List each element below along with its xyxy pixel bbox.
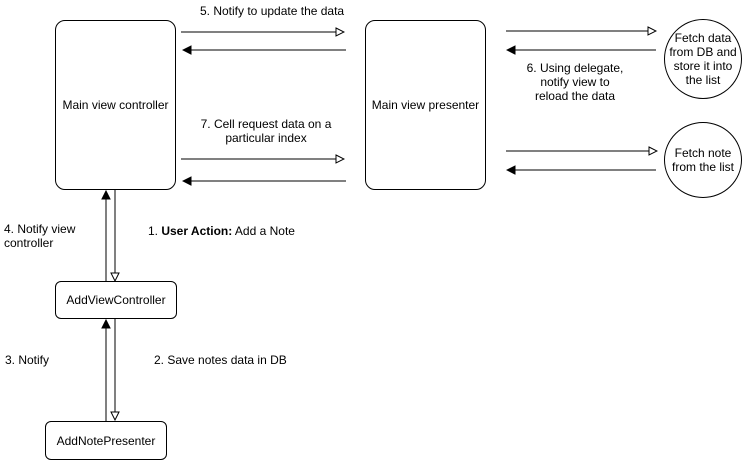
fetch-note-node: Fetch note from the list xyxy=(664,122,742,198)
main-view-controller-label: Main view controller xyxy=(62,98,169,112)
main-view-presenter-label: Main view presenter xyxy=(371,98,480,112)
fetch-db-line: from DB and xyxy=(669,45,737,59)
delegate-line: notify view to xyxy=(540,75,610,89)
fetch-note-line: Fetch note xyxy=(674,146,732,160)
delegate-line: 6. Using delegate, xyxy=(526,61,624,75)
add-view-controller-label: AddViewController xyxy=(66,293,166,307)
fetch-db-line: the list xyxy=(685,73,721,87)
user-action-bold: User Action: xyxy=(161,224,233,238)
edge-label-delegate: 6. Using delegate, notify view to reload… xyxy=(518,61,632,103)
edge-label-notify-update: 5. Notify to update the data xyxy=(200,4,345,18)
fetch-note-line: from the list xyxy=(671,160,734,174)
notify-vc-line: controller xyxy=(4,236,54,250)
add-note-presenter-node: AddNotePresenter xyxy=(45,421,167,460)
cell-request-line: 7. Cell request data on a xyxy=(200,117,332,131)
cell-request-line: particular index xyxy=(225,131,307,145)
edge-label-cell-request: 7. Cell request data on a particular ind… xyxy=(197,117,335,145)
edge-label-notify-view-controller: 4. Notify view controller xyxy=(4,222,75,250)
edge-label-notify: 3. Notify xyxy=(5,353,50,367)
main-view-controller-node: Main view controller xyxy=(55,20,176,190)
edge-label-user-action: 1. User Action: Add a Note xyxy=(148,224,295,238)
user-action-prefix: 1. xyxy=(148,224,162,238)
delegate-line: reload the data xyxy=(534,89,616,103)
add-note-presenter-label: AddNotePresenter xyxy=(56,433,156,448)
user-action-rest: Add a Note xyxy=(232,224,295,238)
add-view-controller-node: AddViewController xyxy=(55,281,177,319)
fetch-db-line: Fetch data xyxy=(674,31,732,45)
notify-vc-line: 4. Notify view xyxy=(4,222,76,236)
main-view-presenter-node: Main view presenter xyxy=(365,20,486,190)
fetch-data-db-node: Fetch data from DB and store it into the… xyxy=(664,19,742,99)
fetch-db-line: store it into xyxy=(673,59,733,73)
edge-label-save-notes: 2. Save notes data in DB xyxy=(154,353,287,367)
